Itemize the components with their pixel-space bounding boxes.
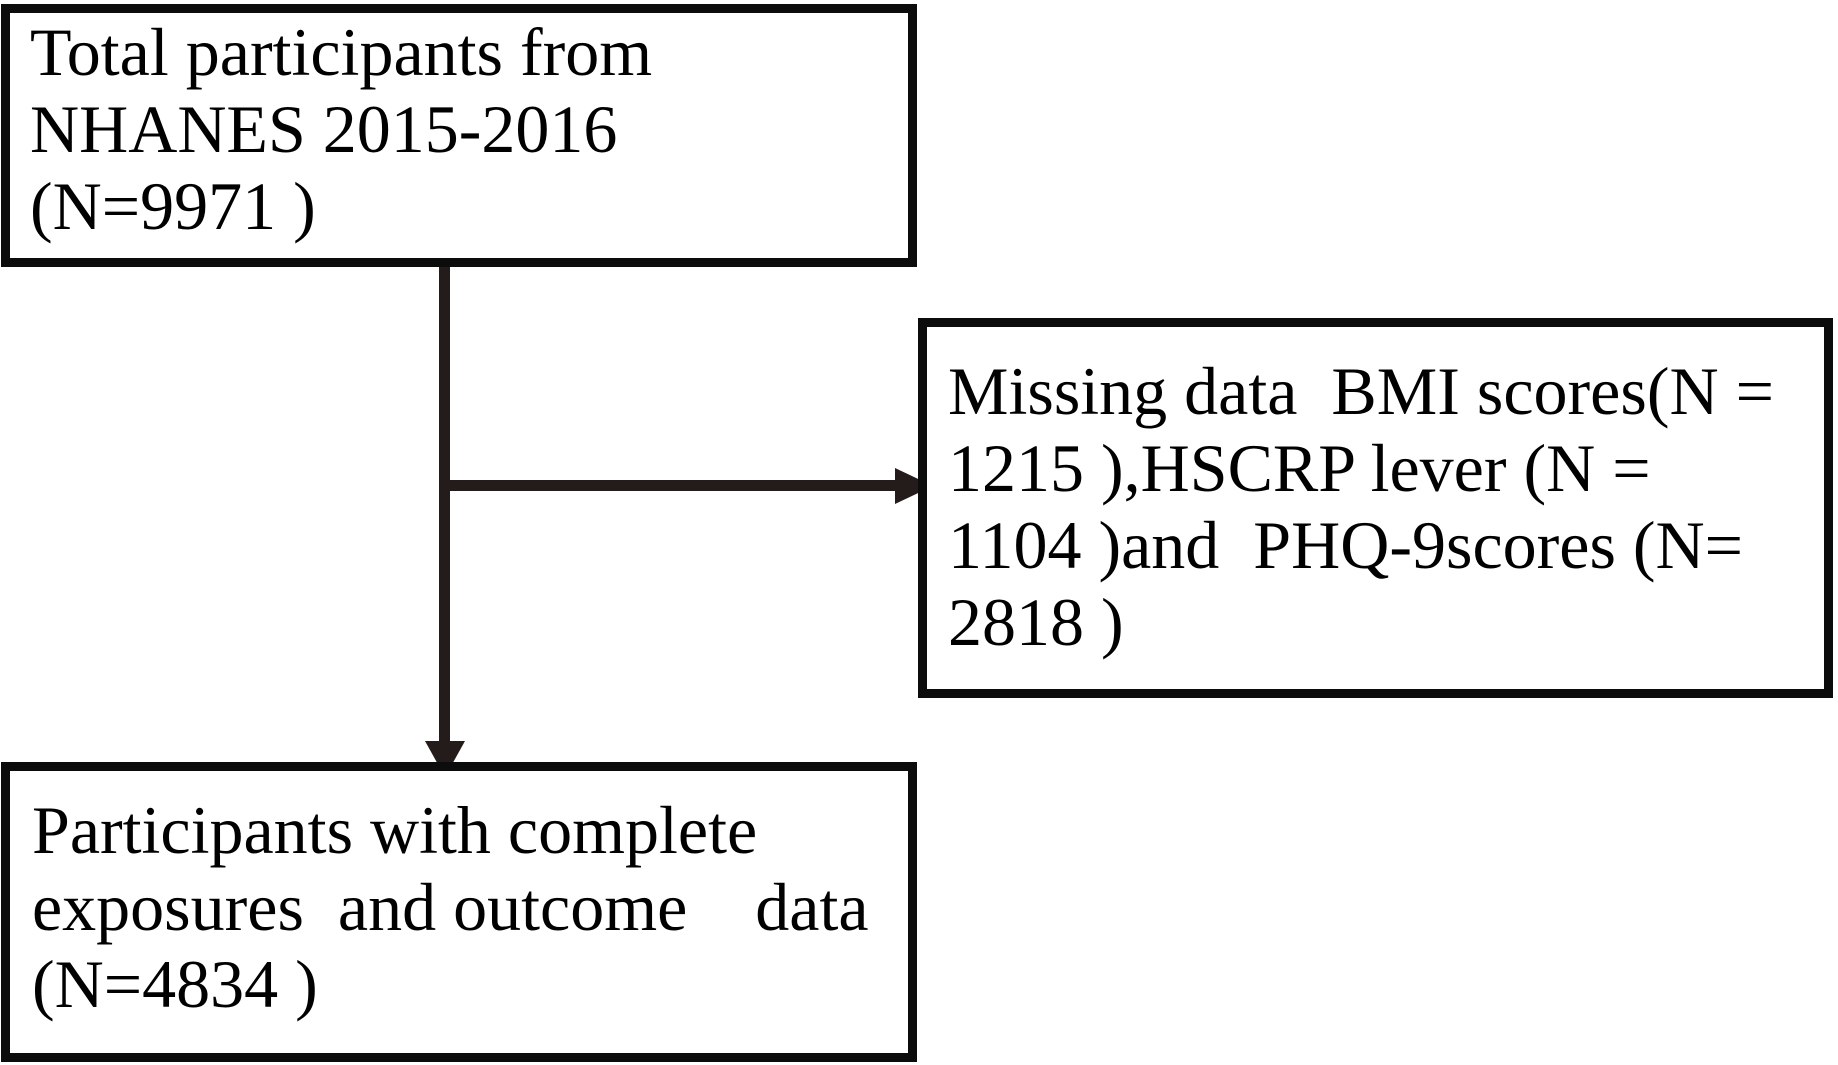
missing-data-box: Missing data BMI scores(N = 1215 ),HSCRP…: [918, 318, 1833, 698]
missing-data-text: Missing data BMI scores(N = 1215 ),HSCRP…: [948, 353, 1774, 660]
complete-data-text: Participants with complete exposures and…: [32, 792, 869, 1022]
connector-horizontal-line: [439, 480, 895, 491]
total-participants-box: Total participants from NHANES 2015-2016…: [1, 4, 917, 267]
total-participants-text: Total participants from NHANES 2015-2016…: [30, 14, 653, 244]
connector-vertical-line: [439, 267, 450, 741]
complete-data-box: Participants with complete exposures and…: [1, 762, 917, 1062]
